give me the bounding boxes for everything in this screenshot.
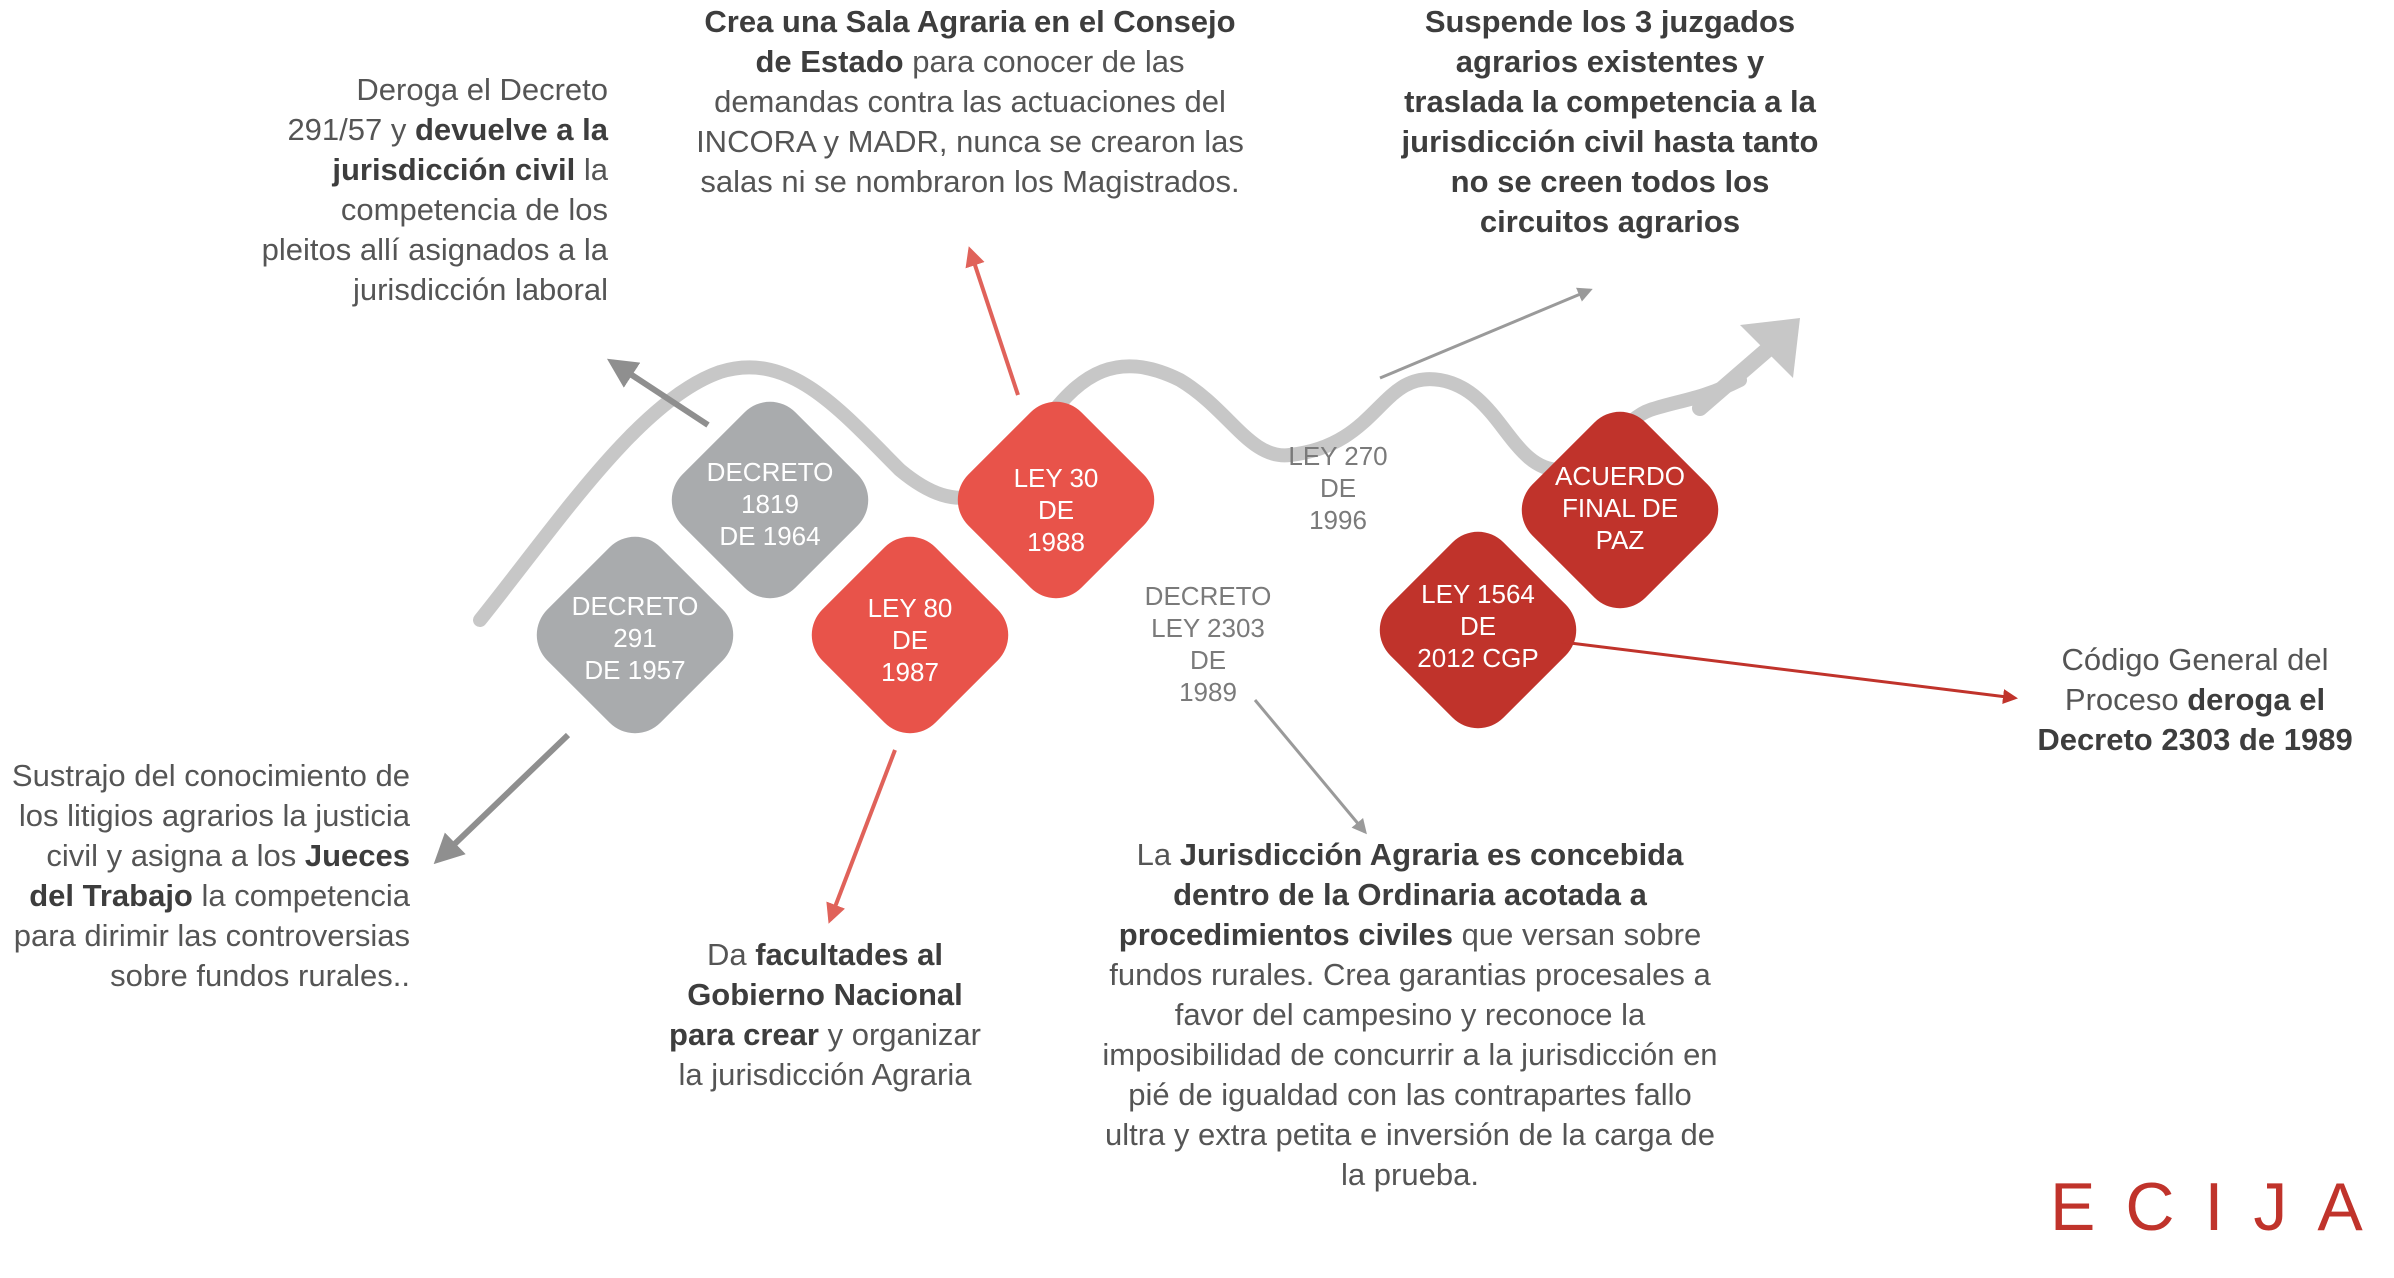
node-decreto-1819-1964 [671, 401, 869, 599]
arrow-decreto-291 [433, 732, 571, 865]
annotation-ley-1564: Código General del Proceso deroga el Dec… [2037, 642, 2353, 757]
node-acuerdo-final-paz [1521, 411, 1719, 609]
timeline-arrowhead-icon [1740, 318, 1800, 378]
node-ley-30-1988 [957, 401, 1155, 599]
arrow-ley-80 [826, 749, 897, 924]
arrow-decreto-2303 [1253, 699, 1367, 835]
node-label-decreto-1819-1964: DECRETO 1819 DE 1964 [706, 457, 834, 551]
node-label-ley-80-1987: LEY 80 DE 1987 [867, 593, 953, 687]
node-ley-1564-2012 [1379, 531, 1577, 729]
arrow-ley-1564 [1561, 640, 2018, 704]
node-ley-80-1987 [811, 536, 1009, 734]
arrow-ley-270 [1379, 287, 1593, 380]
node-decreto-291-1957 [536, 536, 734, 734]
annotation-ley-270: Suspende los 3 juzgados agrarios existen… [1401, 4, 1819, 239]
node-label-acuerdo-final-paz: ACUERDO FINAL DE PAZ [1554, 461, 1685, 555]
node-label-ley-30-1988: LEY 30 DE 1988 [1013, 463, 1099, 557]
arrow-ley-30 [965, 246, 1020, 396]
label-ley-270-1996: LEY 270 DE 1996 [1288, 441, 1388, 535]
ecija-logo: ECIJA [2050, 1169, 2393, 1245]
node-label-ley-1564-2012: LEY 1564 DE 2012 CGP [1417, 579, 1539, 673]
arrow-decreto-1819 [606, 358, 710, 428]
node-label-decreto-291-1957: DECRETO 291 DE 1957 [571, 591, 699, 685]
annotation-decreto-2303: La Jurisdicción Agraria es concebida den… [1102, 837, 1718, 1192]
label-decreto-2303-1989: DECRETO LEY 2303 DE 1989 [1144, 581, 1272, 707]
annotation-decreto-1819: Deroga el Decreto 291/57 y devuelve a la… [261, 72, 608, 307]
annotation-ley-30: Crea una Sala Agraria en el Consejo de E… [696, 4, 1244, 199]
annotation-decreto-291: Sustrajo del conocimiento de los litigio… [11, 758, 410, 993]
annotation-ley-80: Da facultades al Gobierno Nacional para … [669, 937, 981, 1092]
